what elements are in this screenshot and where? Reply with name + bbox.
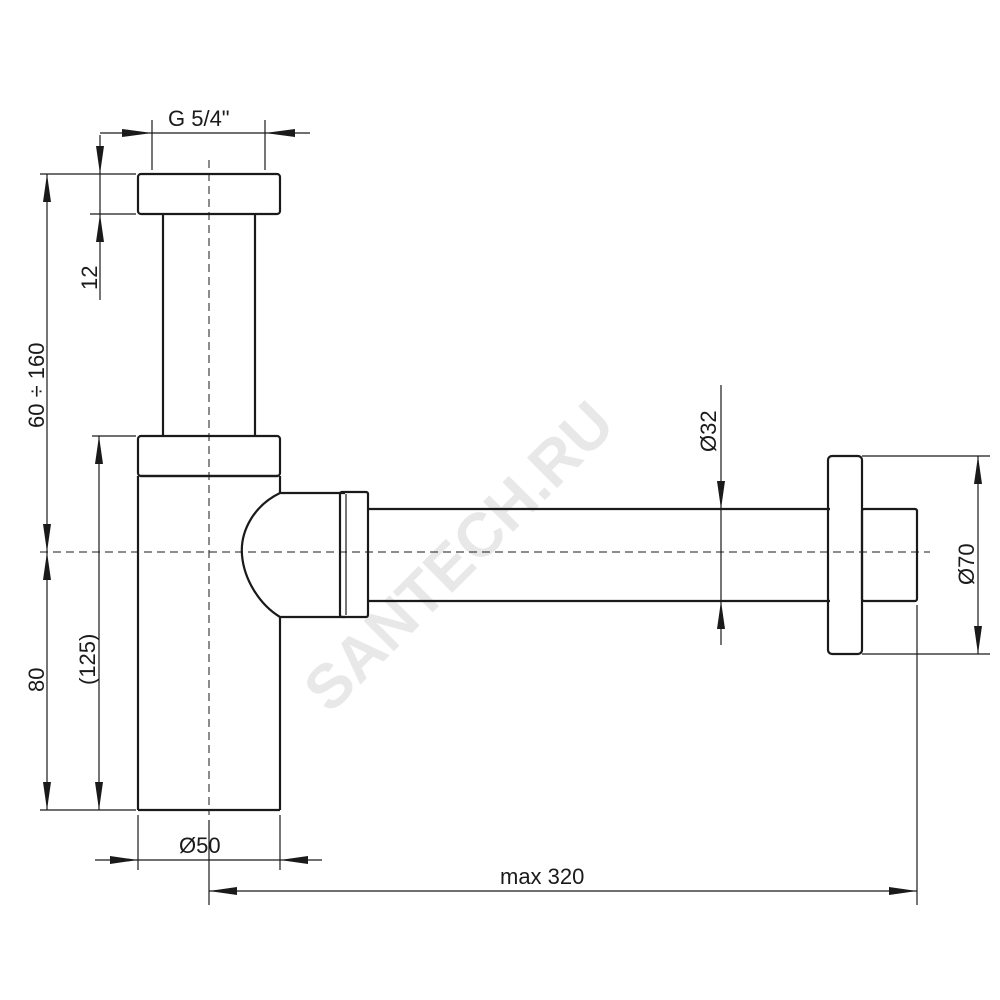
dim-max-length: max 320: [209, 864, 917, 895]
dim-nut-height: 12: [77, 135, 104, 300]
dim-flange-diameter: Ø70: [954, 456, 982, 654]
dim-outlet-height-label: 80: [24, 668, 49, 692]
outlet-nut: [338, 490, 370, 619]
wall-stub: [860, 507, 919, 603]
dim-nut-height-label: 12: [77, 266, 102, 290]
dim-thread: G 5/4": [100, 106, 310, 137]
wall-flange: [826, 454, 864, 656]
dim-body-diameter: Ø50: [95, 833, 322, 864]
dim-outlet-height-ref-label: (125): [75, 634, 100, 685]
dim-flange-diameter-label: Ø70: [954, 543, 979, 585]
dim-body-diameter-label: Ø50: [179, 833, 221, 858]
dim-outlet-height: 80: [24, 552, 51, 810]
dim-outlet-height-ref: (125): [75, 436, 103, 810]
body-cap: [136, 434, 282, 478]
dim-height-range: 60 ÷ 160: [24, 174, 51, 552]
dim-pipe-diameter-label: Ø32: [696, 410, 721, 452]
outlet-elbow: [240, 491, 345, 619]
watermark: SANTECH.RU: [291, 389, 627, 725]
dim-max-length-label: max 320: [500, 864, 584, 889]
dim-thread-label: G 5/4": [168, 106, 230, 131]
dim-height-range-label: 60 ÷ 160: [24, 343, 49, 428]
dim-pipe-diameter: Ø32: [696, 385, 725, 645]
